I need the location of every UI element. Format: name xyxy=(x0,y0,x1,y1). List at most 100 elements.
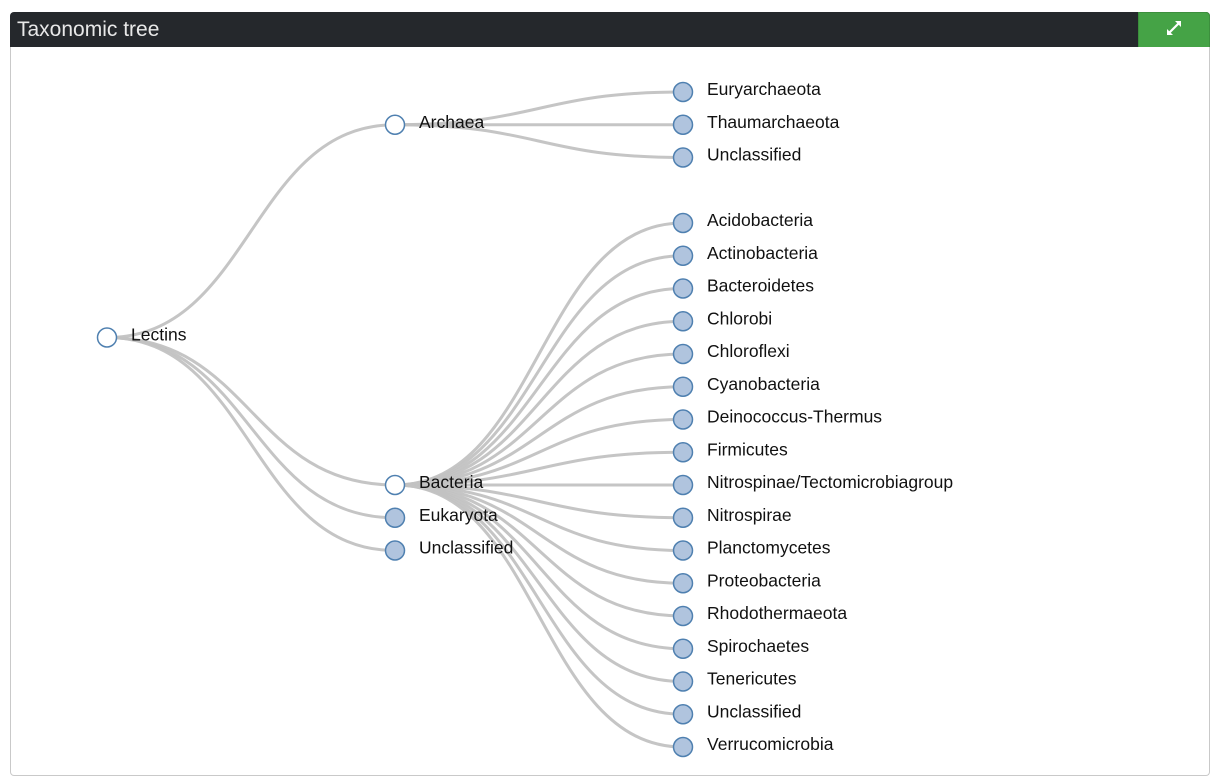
tree-node-phylum[interactable]: Bacteroidetes xyxy=(672,276,815,299)
tree-node-label: Rhodothermaeota xyxy=(707,603,847,623)
tree-node-circle[interactable] xyxy=(672,212,694,234)
tree-node-label: Acidobacteria xyxy=(707,210,813,230)
tree-node-circle[interactable] xyxy=(672,311,694,332)
tree-node-circle[interactable] xyxy=(672,376,694,397)
tree-node-label: Euryarchaeota xyxy=(707,79,821,99)
tree-link xyxy=(106,336,396,487)
tree-link xyxy=(394,418,684,487)
tree-node-circle[interactable] xyxy=(672,278,694,299)
tree-node-circle[interactable] xyxy=(672,409,694,430)
tree-node-circle[interactable] xyxy=(672,507,694,528)
tree-node-label: Archaea xyxy=(419,112,484,132)
tree-panel xyxy=(10,47,1210,776)
tree-node-phylum[interactable]: Nitrospinae/Tectomicrobiagroup xyxy=(672,472,954,496)
tree-node-circle[interactable] xyxy=(672,638,694,659)
tree-node-label: Chloroflexi xyxy=(707,341,790,361)
tree-link xyxy=(394,319,684,487)
tree-node-phylum[interactable]: Cyanobacteria xyxy=(672,374,821,397)
tree-nodes: Lectins Archaea EuryarchaeotaThaumarchaeot… xyxy=(96,79,954,758)
tree-link xyxy=(394,385,684,487)
tree-node-circle[interactable] xyxy=(672,114,694,135)
tree-node-circle[interactable] xyxy=(672,540,694,561)
tree-link xyxy=(106,336,396,552)
tree-node-circle[interactable] xyxy=(384,114,406,135)
tree-node-circle[interactable] xyxy=(672,245,694,266)
tree-node-circle[interactable] xyxy=(96,327,118,348)
tree-link xyxy=(106,123,396,339)
panel-title: Taxonomic tree xyxy=(17,18,160,41)
tree-node-phylum[interactable]: Actinobacteria xyxy=(672,243,819,266)
tree-link xyxy=(394,450,684,487)
tree-node-circle[interactable] xyxy=(384,540,406,561)
tree-node-circle[interactable] xyxy=(384,507,406,528)
tree-node-label: Verrucomicrobia xyxy=(707,734,834,754)
tree-node-label: Unclassified xyxy=(707,701,801,721)
tree-link xyxy=(394,483,684,749)
tree-node-domain[interactable]: Eukaryota xyxy=(384,505,499,528)
tree-link xyxy=(394,287,684,487)
tree-node-phylum[interactable]: Euryarchaeota xyxy=(672,79,822,103)
tree-link xyxy=(394,483,684,618)
tree-node-circle[interactable] xyxy=(672,343,694,365)
tree-node-phylum[interactable]: Firmicutes xyxy=(672,439,788,463)
tree-node-phylum[interactable]: Spirochaetes xyxy=(672,636,810,659)
tree-node-phylum[interactable]: Chlorobi xyxy=(672,308,773,332)
tree-node-label: Nitrospirae xyxy=(707,505,792,525)
tree-link xyxy=(394,254,684,487)
tree-node-phylum[interactable]: Verrucomicrobia xyxy=(672,734,834,758)
tree-link xyxy=(106,336,396,520)
tree-node-label: Unclassified xyxy=(419,538,513,558)
tree-node-label: Lectins xyxy=(131,325,187,345)
tree-link xyxy=(394,90,684,127)
tree-node-domain[interactable]: Archaea xyxy=(384,112,485,135)
tree-link xyxy=(394,352,684,487)
tree-node-phylum[interactable]: Thaumarchaeota xyxy=(672,112,840,135)
tree-node-phylum[interactable]: Nitrospirae xyxy=(672,505,792,528)
tree-node-phylum[interactable]: Chloroflexi xyxy=(672,341,790,365)
tree-link xyxy=(394,483,684,651)
tree-node-phylum[interactable]: Tenericutes xyxy=(672,669,797,692)
tree-node-label: Proteobacteria xyxy=(707,570,821,590)
tree-node-label: Bacteria xyxy=(419,472,483,492)
tree-node-label: Nitrospinae/Tectomicrobiagroup xyxy=(707,472,953,492)
tree-link xyxy=(394,483,684,683)
tree-link xyxy=(394,123,684,159)
tree-link xyxy=(394,221,684,487)
tree-node-label: Unclassified xyxy=(707,145,801,165)
tree-node-label: Planctomycetes xyxy=(707,538,831,558)
tree-node-domain[interactable]: Bacteria xyxy=(384,472,484,496)
tree-node-phylum[interactable]: Planctomycetes xyxy=(672,538,831,561)
tree-node-phylum[interactable]: Rhodothermaeota xyxy=(672,603,848,627)
tree-node-domain[interactable]: Unclassified xyxy=(384,538,514,561)
tree-node-circle[interactable] xyxy=(672,704,694,725)
tree-node-circle[interactable] xyxy=(672,474,694,496)
expand-arrows-icon xyxy=(1165,19,1183,42)
tree-node-label: Firmicutes xyxy=(707,439,788,459)
tree-node-label: Chlorobi xyxy=(707,308,772,328)
tree-node-circle[interactable] xyxy=(672,81,694,103)
tree-node-phylum[interactable]: Proteobacteria xyxy=(672,570,822,594)
panel-header: Taxonomic tree xyxy=(10,12,1210,48)
tree-node-phylum[interactable]: Unclassified xyxy=(672,145,802,168)
tree-node-label: Bacteroidetes xyxy=(707,276,814,296)
tree-node-circle[interactable] xyxy=(384,474,406,496)
tree-node-circle[interactable] xyxy=(672,736,694,758)
tree-node-phylum[interactable]: Deinococcus-Thermus xyxy=(672,407,883,430)
tree-node-label: Cyanobacteria xyxy=(707,374,820,394)
tree-node-circle[interactable] xyxy=(672,442,694,463)
tree-node-label: Thaumarchaeota xyxy=(707,112,840,132)
tree-node-circle[interactable] xyxy=(672,605,694,627)
tree-links xyxy=(106,90,684,749)
tree-node-circle[interactable] xyxy=(672,573,694,594)
tree-node-root[interactable]: Lectins xyxy=(96,325,187,348)
tree-node-label: Eukaryota xyxy=(419,505,498,525)
tree-node-circle[interactable] xyxy=(672,147,694,168)
tree-node-label: Tenericutes xyxy=(707,669,797,689)
tree-node-label: Spirochaetes xyxy=(707,636,809,656)
tree-node-phylum[interactable]: Acidobacteria xyxy=(672,210,814,234)
tree-node-phylum[interactable]: Unclassified xyxy=(672,701,802,725)
tree-node-label: Actinobacteria xyxy=(707,243,818,263)
tree-node-circle[interactable] xyxy=(672,671,694,692)
tree-node-label: Deinococcus-Thermus xyxy=(707,407,882,427)
